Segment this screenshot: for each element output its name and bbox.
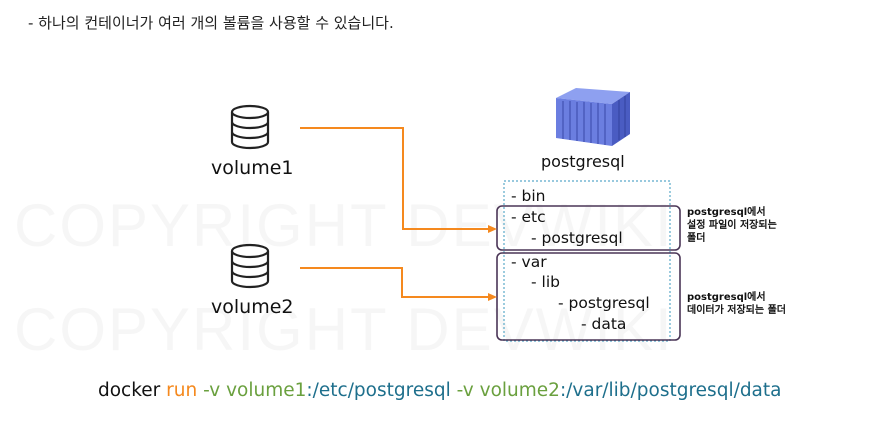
cmd-flag1: -v	[203, 380, 227, 401]
var-bracket	[496, 252, 681, 341]
etc-note-line1: postgresql에서	[687, 207, 766, 218]
etc-note-line2: 설정 파일이 저장되는	[687, 220, 777, 231]
volume1-arrow	[300, 127, 497, 233]
cmd-vol1: volume1	[226, 380, 307, 401]
tree-data: - data	[581, 315, 627, 333]
database-icon	[230, 104, 270, 150]
container-label: postgresql	[541, 152, 625, 171]
cmd-flag2: -v	[456, 380, 480, 401]
volume1-label: volume1	[211, 157, 294, 179]
volume2-arrow	[300, 267, 497, 301]
etc-bracket	[496, 205, 681, 251]
var-note-line1: postgresql에서	[687, 292, 766, 303]
shipping-container-icon	[556, 88, 630, 146]
etc-note: postgresql에서 설정 파일이 저장되는 폴더	[687, 206, 777, 245]
cmd-vol2: volume2	[479, 380, 560, 401]
etc-note-line3: 폴더	[687, 233, 706, 244]
cmd-path1: :/etc/postgresql	[306, 380, 457, 401]
tree-etc-postgresql: - postgresql	[531, 229, 623, 247]
tree-etc: - etc	[511, 208, 546, 226]
tree-var: - var	[511, 253, 547, 271]
database-icon	[230, 243, 270, 289]
volume2-label: volume2	[211, 296, 294, 318]
docker-command: docker run -v volume1:/etc/postgresql -v…	[98, 380, 782, 401]
tree-var-postgresql: - postgresql	[558, 294, 650, 312]
container-box	[503, 180, 671, 342]
cmd-docker: docker	[98, 380, 167, 401]
cmd-run: run	[166, 380, 204, 401]
var-note-line2: 데이터가 저장되는 폴더	[687, 305, 786, 316]
var-note: postgresql에서 데이터가 저장되는 폴더	[687, 291, 786, 317]
tree-bin: - bin	[511, 187, 546, 205]
cmd-path2: :/var/lib/postgresql/data	[559, 380, 782, 401]
tree-lib: - lib	[531, 273, 560, 291]
intro-text: - 하나의 컨테이너가 여러 개의 볼륨을 사용할 수 있습니다.	[28, 14, 394, 32]
